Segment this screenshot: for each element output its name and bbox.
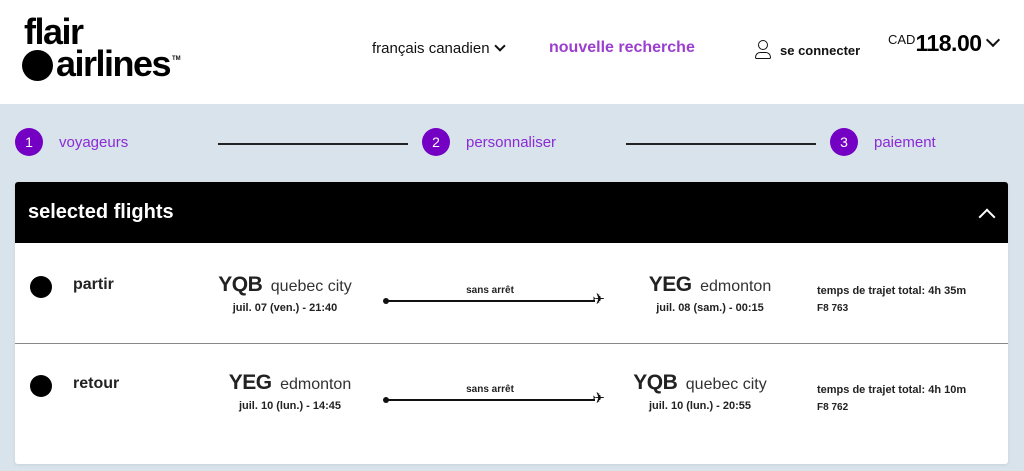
flight-marker-icon — [30, 375, 52, 397]
selected-flights-card: selected flights partir YQB quebec city … — [15, 182, 1008, 464]
flight-direction: retour — [73, 375, 120, 392]
airport-code: YEG — [228, 371, 272, 394]
airport-code: YQB — [633, 371, 678, 394]
stops-label: sans arrêt — [466, 285, 514, 296]
new-search-link[interactable]: nouvelle recherche — [549, 39, 695, 56]
route-line: ✈ — [383, 292, 605, 308]
airport-city: edmonton — [700, 278, 772, 295]
airplane-icon: ✈ — [592, 390, 605, 407]
route-line: ✈ — [383, 391, 605, 407]
flight-direction: partir — [73, 276, 114, 293]
departure-datetime: juil. 07 (ven.) - 21:40 — [232, 302, 338, 314]
step-number: 2 — [422, 128, 450, 156]
logo-dot-icon — [22, 50, 53, 81]
site-header: flair airlines TM français canadien nouv… — [0, 0, 1024, 104]
step-label: paiement — [874, 133, 936, 151]
destination-airport: YEG edmonton juil. 08 (sam.) - 00:15 — [625, 273, 795, 314]
step-label: voyageurs — [59, 133, 129, 151]
origin-airport: YQB quebec city juil. 07 (ven.) - 21:40 — [205, 273, 365, 314]
selected-flights-header[interactable]: selected flights — [15, 182, 1008, 243]
login-label: se connecter — [780, 42, 861, 58]
price-summary-toggle[interactable]: CAD 118.00 — [888, 30, 1000, 57]
card-title: selected flights — [28, 201, 174, 223]
step-label: personnaliser — [466, 133, 557, 151]
booking-stepper: 1 voyageurs 2 personnaliser 3 paiement — [0, 128, 1024, 158]
airport-city: quebec city — [270, 278, 352, 295]
route-indicator: sans arrêt ✈ — [383, 285, 605, 308]
step-voyageurs[interactable]: 1 voyageurs — [15, 128, 128, 156]
chevron-up-icon[interactable] — [978, 208, 996, 225]
airport-city: edmonton — [280, 376, 352, 393]
stops-label: sans arrêt — [466, 384, 514, 395]
logo-text-flair: flair — [24, 11, 84, 52]
total-duration: temps de trajet total: 4h 35m — [817, 285, 967, 297]
origin-airport: YEG edmonton juil. 10 (lun.) - 14:45 — [205, 371, 375, 412]
route-indicator: sans arrêt ✈ — [383, 384, 605, 407]
step-divider — [626, 143, 816, 145]
step-paiement[interactable]: 3 paiement — [830, 128, 936, 156]
chevron-down-icon — [493, 40, 506, 52]
chevron-down-icon — [985, 32, 1000, 48]
trademark-mark: TM — [172, 56, 181, 62]
airport-code: YEG — [648, 273, 692, 296]
destination-airport: YQB quebec city juil. 10 (lun.) - 20:55 — [615, 371, 785, 412]
logo-text-airlines: airlines — [56, 43, 172, 84]
step-personnaliser[interactable]: 2 personnaliser — [422, 128, 556, 156]
language-selector[interactable]: français canadien — [372, 40, 506, 57]
airport-code: YQB — [218, 273, 263, 296]
flair-airlines-logo[interactable]: flair airlines TM — [22, 14, 182, 84]
step-number: 3 — [830, 128, 858, 156]
login-button[interactable]: se connecter — [754, 40, 860, 60]
airport-city: quebec city — [685, 376, 767, 393]
flight-info: temps de trajet total: 4h 35m F8 763 — [817, 285, 966, 314]
language-label: français canadien — [372, 40, 490, 57]
total-duration: temps de trajet total: 4h 10m — [817, 384, 967, 396]
step-divider — [218, 143, 408, 145]
arrival-datetime: juil. 08 (sam.) - 00:15 — [656, 302, 764, 314]
airplane-icon: ✈ — [592, 291, 605, 308]
price-currency: CAD — [888, 32, 916, 47]
flight-info: temps de trajet total: 4h 10m F8 762 — [817, 384, 966, 413]
flight-row-outbound: partir YQB quebec city juil. 07 (ven.) -… — [15, 243, 1008, 343]
flight-row-return: retour YEG edmonton juil. 10 (lun.) - 14… — [15, 343, 1008, 463]
user-icon — [754, 40, 772, 60]
flight-marker-icon — [30, 276, 52, 298]
step-number: 1 — [15, 128, 43, 156]
flight-number: F8 763 — [817, 303, 849, 314]
departure-datetime: juil. 10 (lun.) - 14:45 — [238, 400, 342, 412]
flight-number: F8 762 — [817, 402, 849, 413]
arrival-datetime: juil. 10 (lun.) - 20:55 — [648, 400, 752, 412]
price-amount: 118.00 — [915, 30, 982, 56]
